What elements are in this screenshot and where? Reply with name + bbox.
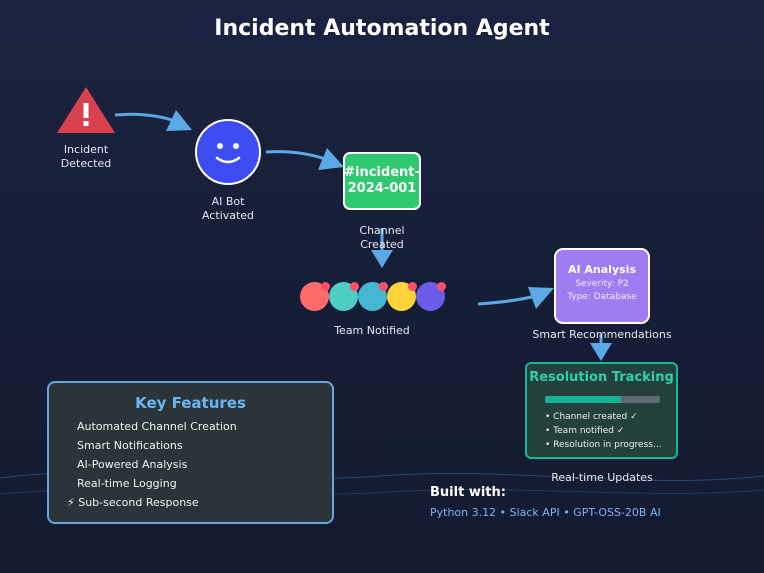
bot-label-1: AI Bot (211, 195, 245, 208)
bot-label-2: Activated (201, 209, 255, 222)
channel-caption: Channel Created (342, 224, 422, 252)
flow-arrow-bot-to-channel (265, 150, 329, 162)
channel-card: #incident- 2024-001 (343, 152, 421, 210)
incident-caption: Incident Detected (46, 143, 126, 171)
resolution-progress-fill (545, 396, 621, 403)
ai-severity: Severity: P2 (575, 279, 629, 289)
ai-type: Type: Database (567, 292, 637, 302)
feature-item: Smart Notifications (77, 439, 183, 452)
resolution-item: • Resolution in progress... (545, 440, 662, 450)
feature-item: Automated Channel Creation (77, 420, 237, 433)
ai-caption: Smart Recommendations (532, 328, 672, 341)
resolution-title: Resolution Tracking (529, 370, 674, 385)
channel-name: #incident- 2024-001 (344, 165, 420, 196)
resolution-tracking-card: Resolution Tracking • Channel created ✓ … (525, 362, 678, 459)
team-label: Team Notified (334, 324, 410, 337)
notification-dot (437, 282, 446, 291)
warning-triangle-icon (57, 87, 115, 133)
arrowhead (166, 110, 192, 131)
notification-dot (379, 282, 388, 291)
incident-label-1: Incident (63, 143, 109, 156)
resolution-item: • Channel created ✓ (545, 412, 638, 422)
arrowhead (528, 287, 554, 309)
notification-dot (350, 282, 359, 291)
feature-item: Real-time Logging (77, 477, 177, 490)
channel-label-1: Channel (359, 224, 405, 237)
tech-stack: Python 3.12 • Slack API • GPT-OSS-20B AI (430, 506, 661, 519)
incident-label-2: Detected (60, 157, 112, 170)
resolution-caption: Real-time Updates (551, 471, 653, 484)
flow-arrow-team-to-ai (477, 294, 537, 306)
channel-label-2: Created (360, 238, 404, 251)
resolution-item: • Team notified ✓ (545, 426, 625, 436)
feature-item: AI-Powered Analysis (77, 458, 188, 471)
features-title: Key Features (135, 394, 246, 412)
ai-analysis-title: AI Analysis (567, 263, 636, 276)
ai-bot-avatar (195, 119, 261, 185)
arrowhead (590, 343, 612, 361)
built-with-heading: Built with: (430, 485, 506, 500)
resolution-progress-bar (545, 396, 660, 403)
key-features-panel: Key Features Automated Channel Creation … (47, 381, 334, 524)
notification-dot (408, 282, 417, 291)
flow-arrow-incident-to-bot (114, 112, 179, 124)
ai-analysis-card: AI Analysis Severity: P2 Type: Database (554, 248, 650, 324)
feature-item: ⚡ Sub-second Response (67, 496, 199, 509)
bot-caption: AI Bot Activated (188, 195, 268, 223)
smiley-face-icon (215, 143, 241, 164)
arrowhead (371, 250, 393, 268)
arrowhead (318, 148, 344, 170)
notification-dot (321, 282, 330, 291)
page-title: Incident Automation Agent (214, 16, 550, 41)
